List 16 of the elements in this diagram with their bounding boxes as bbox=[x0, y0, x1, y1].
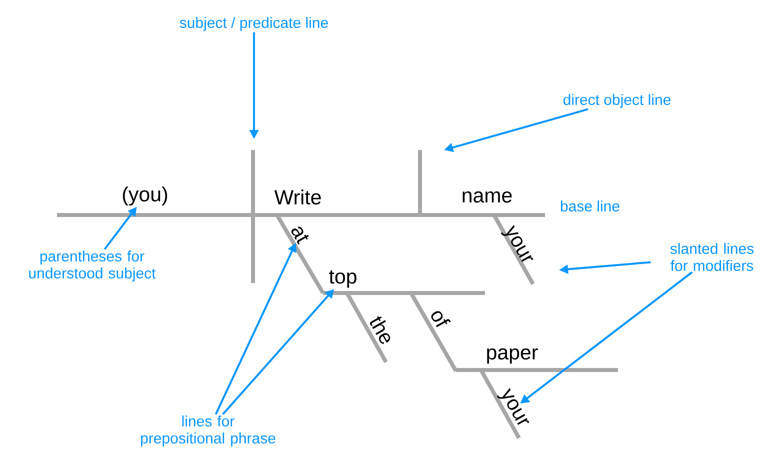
sentence-word: paper bbox=[487, 348, 538, 364]
sentence-word: your bbox=[496, 388, 530, 425]
annotation-label: base line bbox=[560, 200, 620, 212]
sentence-word: name bbox=[462, 191, 512, 203]
annotation-label: lines for prepositional phrase bbox=[141, 416, 276, 446]
sentence-word: your bbox=[500, 225, 534, 262]
annotation-label: direct object line bbox=[563, 94, 670, 108]
annotation-label: slanted lines for modifiers bbox=[670, 243, 754, 271]
sentence-word: Write bbox=[274, 189, 321, 205]
sentence-word: of bbox=[431, 311, 451, 328]
annotation-label: parentheses for understood subject bbox=[29, 250, 156, 282]
sentence-word: the bbox=[370, 316, 390, 344]
sentence-word: at bbox=[291, 226, 309, 244]
sentence-word: top bbox=[329, 270, 356, 288]
annotation-label: subject / predicate line bbox=[180, 17, 328, 31]
sentence-word: (you) bbox=[122, 186, 168, 206]
